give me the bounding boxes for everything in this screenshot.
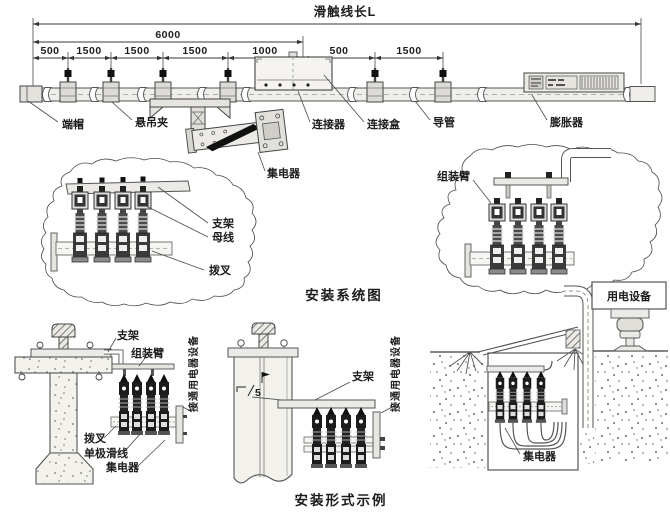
suspension-clamp-part	[434, 67, 452, 103]
dim-seg-2: 1500	[76, 45, 101, 57]
label-collector-concrete: 集电器	[105, 460, 140, 474]
label-collector-top: 集电器	[266, 166, 301, 180]
label-connector: 连接器	[312, 117, 346, 131]
example-steel-column: 5 支架 接通用电器设备	[227, 322, 402, 484]
suspension-clamp-part	[366, 67, 384, 103]
expansion-unit-part	[523, 72, 625, 93]
suspension-clamp-part	[219, 67, 237, 103]
example-concrete-column: 支架 组装臂 接通用电器设备 拨叉 单极滑线 集电器	[14, 323, 200, 485]
label-end-cap: 端帽	[62, 117, 84, 131]
label-expander: 膨胀器	[549, 115, 584, 129]
dim-total: 6000	[155, 29, 180, 41]
label-collector-trench: 集电器	[522, 449, 557, 463]
label-equipment: 用电设备	[607, 289, 652, 303]
rail-callout-leaders	[27, 74, 548, 172]
total-length-title: 滑触线长L	[314, 4, 377, 19]
label-assembly-arm-concrete: 组装臂	[131, 346, 164, 360]
collector-trolley-part	[149, 98, 289, 154]
label-fork-system: 拨叉	[209, 263, 232, 277]
label-bracket-steel: 支架	[351, 369, 374, 383]
end-cap-part	[19, 85, 43, 103]
suspension-clamp-part	[154, 67, 172, 103]
suspension-clamp-part	[59, 67, 77, 103]
label-fork-concrete: 拨叉	[84, 431, 107, 445]
examples-caption: 安装形式示例	[295, 492, 388, 508]
label-conduit: 导管	[433, 115, 455, 129]
example-trench: 集电器 用电设备	[430, 281, 668, 471]
label-assembly-arm-system: 组装臂	[437, 169, 470, 183]
system-view-caption: 安装系统图	[305, 287, 383, 303]
label-connect-equipment-concrete: 接通用电器设备	[187, 335, 200, 412]
dim-seg-6: 500	[329, 45, 348, 57]
weld-size-number: 5	[255, 387, 261, 399]
label-single-pole: 单极滑线	[84, 446, 128, 460]
system-view-left-cloud: 支架 母线 拨叉	[41, 157, 257, 307]
system-view-right-cloud: 组装臂	[435, 144, 663, 295]
dim-seg-5: 1000	[252, 45, 277, 57]
dim-seg-3: 1500	[124, 45, 149, 57]
suspension-clamp-part	[102, 67, 120, 103]
dim-seg-7: 1500	[396, 45, 421, 57]
dim-seg-1: 500	[40, 45, 59, 57]
junction-box-part	[254, 51, 333, 91]
label-connect-equipment-steel: 接通用电器设备	[389, 335, 402, 412]
label-busbar: 母线	[212, 230, 234, 244]
label-bracket-system: 支架	[211, 216, 234, 230]
label-bracket-concrete: 支架	[116, 328, 139, 342]
rail-assembly: 端帽 悬吊夹 连接器 连接盒 导管 膨胀器 集电器	[19, 51, 656, 180]
dimension-lines: 滑触线长L 6000 500 1500 1500 1500 1000 500 1…	[32, 4, 642, 88]
label-suspension-clamp: 悬吊夹	[134, 115, 168, 129]
label-junction-box: 连接盒	[367, 117, 401, 131]
dim-seg-4: 1500	[182, 45, 207, 57]
